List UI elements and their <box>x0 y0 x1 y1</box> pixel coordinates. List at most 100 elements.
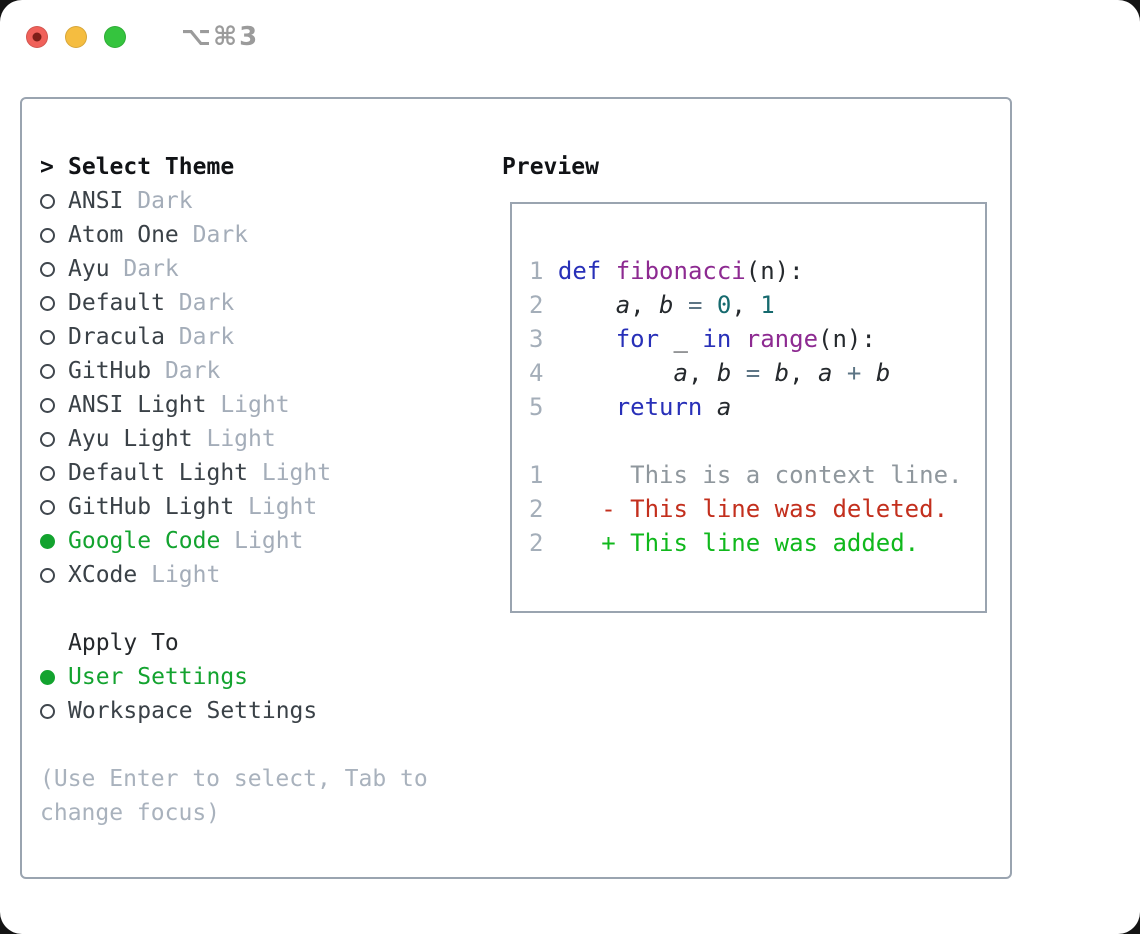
line-number: 2 <box>529 291 544 319</box>
radio-icon <box>40 397 55 413</box>
code-text: a, b = 0, 1 <box>615 291 775 319</box>
apply-option[interactable]: User Settings <box>40 660 490 694</box>
theme-variant-tag: Light <box>261 460 332 486</box>
theme-option[interactable]: ANSI Dark <box>40 184 490 218</box>
code-preview: 1 def fibonacci(n): 2 a, b = 0, 1 3 for _… <box>510 202 987 613</box>
marker-slot <box>40 533 68 549</box>
theme-option[interactable]: GitHub Dark <box>40 354 490 388</box>
theme-option[interactable]: Google Code Light <box>40 524 490 558</box>
line-number: 1 <box>529 257 544 285</box>
close-dot-icon <box>32 32 42 42</box>
theme-option[interactable]: Ayu Light Light <box>40 422 490 456</box>
code-line: 5 return a <box>529 390 985 424</box>
theme-variant-tag: Light <box>206 426 276 452</box>
theme-option[interactable]: ANSI Light Light <box>40 388 490 422</box>
main-panel: > Select Theme ANSI Dark Atom One Dark <box>20 97 1012 879</box>
code-line: 1 This is a context line. <box>529 458 985 492</box>
radio-icon <box>40 227 55 243</box>
line-number: 2 <box>529 529 544 557</box>
theme-option[interactable]: GitHub Light Light <box>40 490 490 524</box>
marker-slot <box>40 465 68 481</box>
theme-name: XCode <box>68 562 138 588</box>
apply-to-header: Apply To <box>68 630 179 656</box>
preview-title: Preview <box>502 154 599 180</box>
focus-caret-icon: > <box>40 154 54 180</box>
marker-slot <box>40 567 68 583</box>
theme-name: Ayu <box>68 256 110 282</box>
radio-icon <box>40 499 55 515</box>
apply-option-label: User Settings <box>68 664 249 690</box>
marker-slot <box>40 329 68 345</box>
theme-variant-tag: Light <box>234 528 304 554</box>
apply-option[interactable]: Workspace Settings <box>40 694 490 728</box>
marker-slot <box>40 227 68 243</box>
radio-icon <box>40 261 55 277</box>
apply-to-header-row: Apply To <box>40 626 490 660</box>
code-text: return a <box>615 393 732 421</box>
theme-option[interactable]: Ayu Dark <box>40 252 490 286</box>
theme-name: GitHub <box>68 358 152 384</box>
code-text: a, b = b, a + b <box>673 359 891 387</box>
theme-variant-tag: Light <box>151 562 221 588</box>
theme-option[interactable]: Atom One Dark <box>40 218 490 252</box>
marker-slot <box>40 703 68 719</box>
apply-option-label: Workspace Settings <box>68 698 318 724</box>
zoom-button[interactable] <box>104 26 126 48</box>
radio-icon <box>40 567 55 583</box>
code-text: for _ in range(n): <box>615 325 876 353</box>
code-text: This is a context line. <box>557 461 963 489</box>
radio-icon <box>40 193 55 209</box>
theme-option[interactable]: Default Dark <box>40 286 490 320</box>
theme-name: Google Code <box>68 528 221 554</box>
theme-variant-tag: Dark <box>192 222 249 248</box>
marker-slot <box>40 363 68 379</box>
marker-slot <box>40 669 68 685</box>
theme-option[interactable]: Dracula Dark <box>40 320 490 354</box>
theme-option-list: ANSI Dark Atom One Dark Ayu Dark <box>40 184 490 592</box>
selector-header-row: > Select Theme <box>40 150 490 184</box>
theme-name: Ayu Light <box>68 426 193 452</box>
code-text: - This line was deleted. <box>601 495 949 523</box>
radio-icon <box>40 295 55 311</box>
theme-option[interactable]: XCode Light <box>40 558 490 592</box>
marker-slot <box>40 261 68 277</box>
theme-name: GitHub Light <box>68 494 235 520</box>
minimize-button[interactable] <box>65 26 87 48</box>
code-line: 2 - This line was deleted. <box>529 492 985 526</box>
theme-variant-tag: Dark <box>164 358 221 384</box>
theme-option[interactable]: Default Light Light <box>40 456 490 490</box>
theme-variant-tag: Dark <box>123 256 179 282</box>
theme-name: Dracula <box>68 324 165 350</box>
theme-variant-tag: Dark <box>137 188 193 214</box>
theme-variant-tag: Dark <box>178 324 235 350</box>
selector-header: Select Theme <box>68 154 235 180</box>
marker-slot <box>40 499 68 515</box>
window-title: ⌥⌘3 <box>181 22 260 52</box>
radio-icon <box>40 465 55 481</box>
help-text: (Use Enter to select, Tab to change focu… <box>40 766 428 826</box>
line-number: 4 <box>529 359 544 387</box>
line-number: 5 <box>529 393 544 421</box>
code-line: 3 for _ in range(n): <box>529 322 985 356</box>
theme-selector: > Select Theme ANSI Dark Atom One Dark <box>40 150 490 830</box>
code-text: def fibonacci(n): <box>557 257 804 285</box>
line-number: 2 <box>529 495 544 523</box>
theme-name: ANSI Light <box>68 392 207 418</box>
titlebar: ⌥⌘3 <box>0 0 1140 74</box>
theme-variant-tag: Light <box>248 494 318 520</box>
code-line: 2 + This line was added. <box>529 526 985 560</box>
radio-icon <box>40 533 55 549</box>
spacer <box>40 592 490 626</box>
radio-icon <box>40 703 55 719</box>
theme-variant-tag: Dark <box>178 290 235 316</box>
apply-to-options: User Settings Workspace Settings <box>40 660 490 728</box>
theme-name: ANSI <box>68 188 124 214</box>
close-button[interactable] <box>26 26 48 48</box>
radio-icon <box>40 431 55 447</box>
preview-section: Preview 1 def fibonacci(n): 2 a, b = 0, 1… <box>502 150 1002 613</box>
theme-variant-tag: Light <box>220 392 290 418</box>
theme-name: Atom One <box>68 222 179 248</box>
marker-slot <box>40 431 68 447</box>
radio-icon <box>40 669 55 685</box>
